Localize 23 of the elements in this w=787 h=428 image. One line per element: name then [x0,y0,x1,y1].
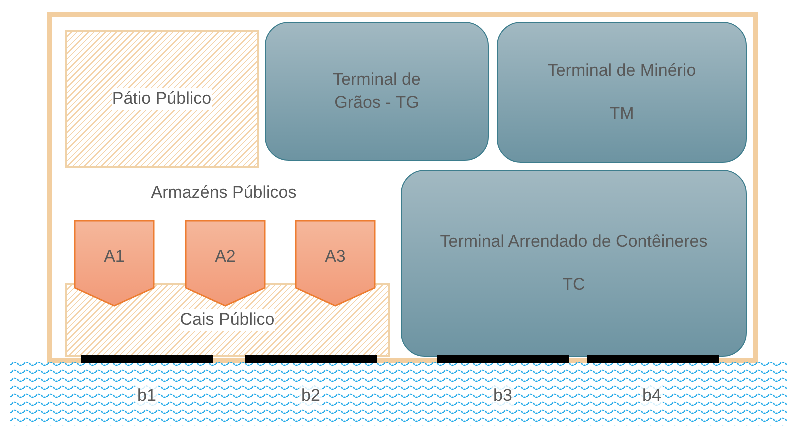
abbreviation-label: TC [562,274,586,296]
berth-label: b2 [300,386,322,406]
yard-area [65,30,259,168]
terminal-box [265,22,489,161]
warehouse-pentagon [74,220,155,307]
berth-label: b1 [136,386,158,406]
berth-label: b4 [640,386,664,406]
node-label: Terminal de Grãos - TG [332,68,422,114]
node-label: Terminal de Minério [548,60,696,82]
group-label: Armazéns Públicos [151,183,297,203]
node-label: Pátio Público [112,88,212,110]
terminal-box [401,170,747,357]
port-area-box [47,12,758,363]
node-label: A2 [215,246,236,268]
node-label: A1 [104,246,125,268]
warehouse-pentagon [295,220,376,307]
abbreviation-label: TM [610,102,634,124]
node-label: Terminal Arrendado de Contêineres [440,230,708,253]
warehouse-pentagon [185,220,266,307]
node-label: Cais Público [180,308,275,332]
terminal-box [497,22,747,163]
berth-label: b3 [492,386,514,406]
node-label: A3 [325,246,346,268]
